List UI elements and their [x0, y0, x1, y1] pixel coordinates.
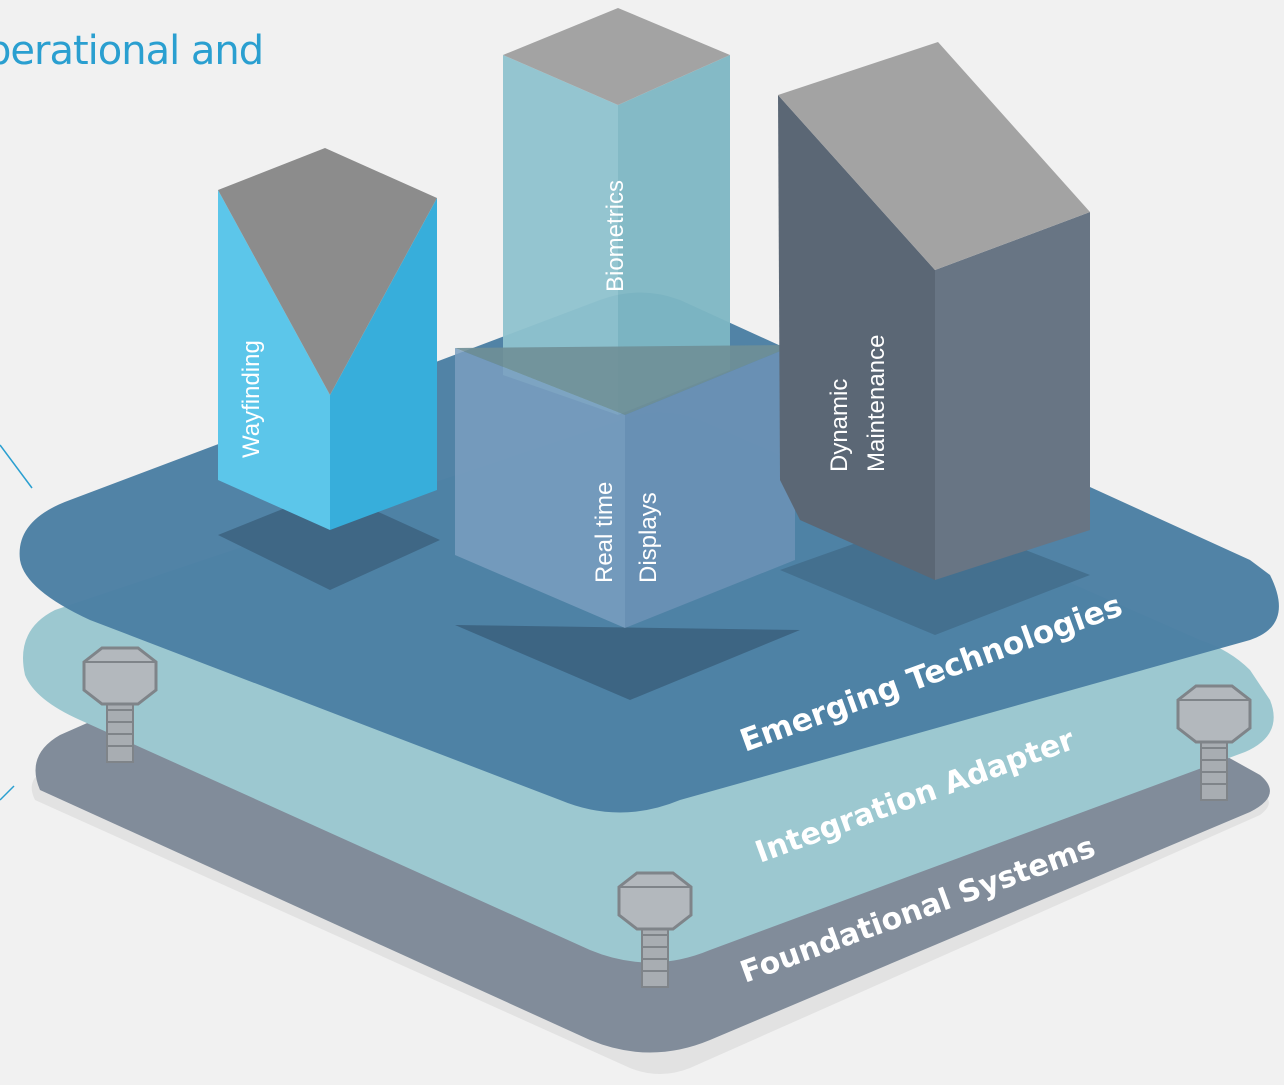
realtime-label: Real time Displays: [591, 475, 662, 583]
realtime-displays-block: Real time Displays: [455, 345, 795, 628]
biometrics-label: Biometrics: [602, 180, 629, 292]
bolt-icon-middle: [617, 871, 693, 988]
partial-heading: perational and: [0, 28, 264, 74]
bolt-icon-right: [1176, 684, 1252, 801]
wayfinding-shadow: [218, 490, 440, 590]
realtime-shadow: [455, 625, 800, 700]
bolt-icon-left: [82, 646, 158, 763]
dynamic-maintenance-block: Dynamic Maintenance: [778, 42, 1090, 580]
maintenance-label: Dynamic Maintenance: [826, 335, 890, 472]
callout-line-bottom: [0, 785, 15, 801]
biometrics-block: Biometrics: [503, 8, 730, 415]
wayfinding-block: Wayfinding: [218, 148, 437, 530]
wayfinding-label: Wayfinding: [238, 340, 265, 458]
callout-line-top: [0, 444, 33, 489]
